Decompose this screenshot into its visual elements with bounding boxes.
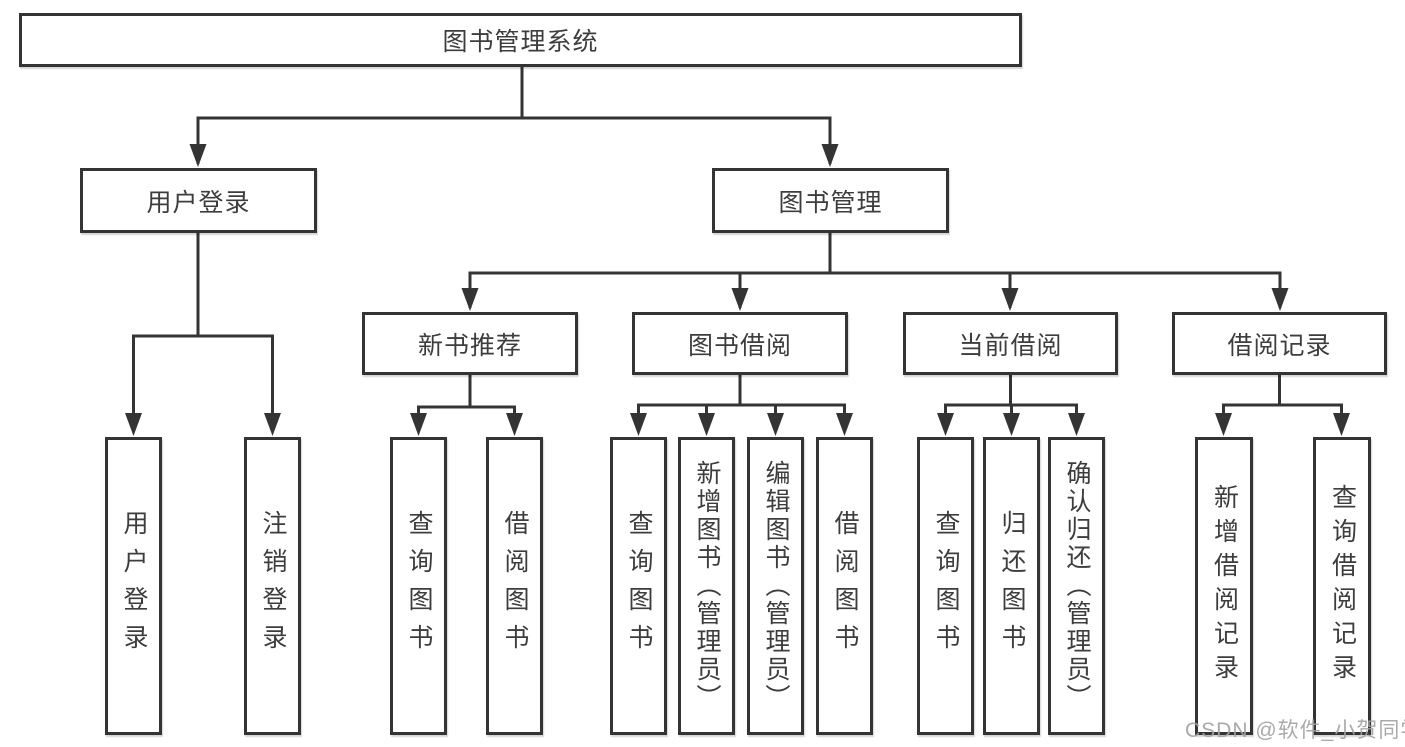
leaf-query-borrow-record: 查询借阅记录	[1313, 437, 1371, 735]
leaf-label: 用户登录	[120, 510, 148, 662]
leaf-query-books-borrow: 查询图书	[610, 437, 667, 735]
leaf-borrow-books: 借阅图书	[816, 437, 873, 735]
watermark: CSDN @软件_小贺同学	[1185, 719, 1405, 742]
leaf-label: 编辑图书（管理员）	[762, 460, 790, 712]
node-borrow-records: 借阅记录	[1172, 312, 1387, 375]
leaf-label: 归还图书	[998, 510, 1026, 662]
leaf-label: 借阅图书	[501, 510, 529, 662]
node-book-management: 图书管理	[712, 168, 949, 233]
leaf-borrow-books-recommend: 借阅图书	[486, 437, 543, 735]
leaf-query-books-recommend: 查询图书	[390, 437, 447, 735]
leaf-confirm-return-admin: 确认归还（管理员）	[1048, 437, 1105, 735]
leaf-query-books-current: 查询图书	[917, 437, 974, 735]
leaf-label: 查询图书	[932, 510, 960, 662]
node-current-borrow: 当前借阅	[903, 312, 1118, 375]
leaf-label: 注销登录	[259, 510, 287, 662]
leaf-label: 新增图书（管理员）	[693, 460, 721, 712]
leaf-add-borrow-record: 新增借阅记录	[1195, 437, 1253, 735]
leaf-label: 查询图书	[625, 510, 653, 662]
leaf-logout: 注销登录	[244, 437, 301, 735]
leaf-user-login: 用户登录	[105, 437, 162, 735]
arrowheads	[125, 144, 1350, 436]
leaf-edit-book-admin: 编辑图书（管理员）	[747, 437, 804, 735]
leaf-return-book: 归还图书	[983, 437, 1040, 735]
leaf-label: 确认归还（管理员）	[1063, 460, 1091, 712]
node-library-management-system: 图书管理系统	[19, 13, 1022, 67]
node-user-login: 用户登录	[80, 168, 317, 233]
leaf-label: 新增借阅记录	[1210, 484, 1239, 688]
leaf-add-book-admin: 新增图书（管理员）	[678, 437, 735, 735]
node-new-book-recommend: 新书推荐	[362, 312, 578, 375]
leaf-label: 查询借阅记录	[1328, 484, 1357, 688]
leaf-label: 查询图书	[405, 510, 433, 662]
leaf-label: 借阅图书	[831, 510, 859, 662]
node-book-borrow: 图书借阅	[632, 312, 848, 375]
